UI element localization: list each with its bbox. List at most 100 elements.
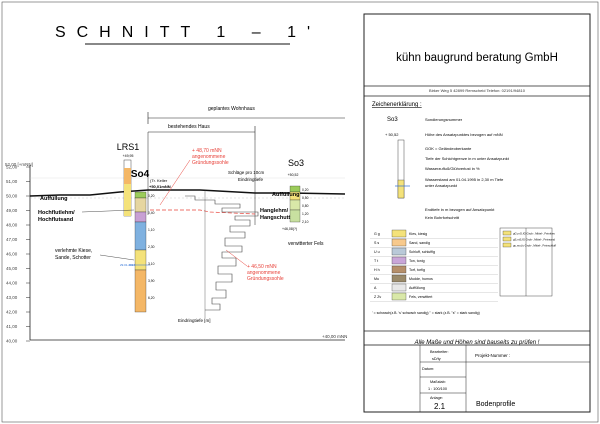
elev-tick: 46,00: [6, 252, 18, 257]
company-name: kühn baugrund beratung GmbH: [396, 52, 558, 64]
soil-symbol: T t: [374, 259, 378, 263]
depth-label: 1,10: [148, 228, 155, 232]
lrs1-probe: LRS1 +49,95: [117, 142, 140, 217]
grain-label: gS,mS,fS Grob-, Mittel-, Feinsand: [513, 238, 555, 242]
elev-tick: 45,00: [6, 266, 18, 271]
page-title: SCHNITT 1 – 1': [55, 24, 321, 41]
soil-symbol: S s: [374, 241, 379, 245]
svg-text:Wasserstand am 01.04.1995 in 2: Wasserstand am 01.04.1995 in 2,30 m Tief…: [425, 177, 504, 182]
tr-keller: (Tr. Keller: [150, 178, 168, 183]
soil-symbol: A: [374, 286, 377, 290]
soil-name: Torf, torfig: [409, 268, 425, 272]
ground-surface: [29, 189, 346, 197]
annot-fels: verwitterter Fels: [288, 241, 324, 247]
elev-tick: 52,00: [6, 165, 18, 170]
svg-text:Gründungssohle: Gründungssohle: [247, 276, 284, 282]
bottom-datum: +40,00 mNN: [322, 334, 347, 339]
svg-text:+46,08(?): +46,08(?): [282, 227, 297, 231]
elevation-axis: 52,00 [+mNN] 52,0051,0050,0049,0048,0047…: [5, 162, 347, 344]
depth-label: 2,30: [148, 245, 155, 249]
existing-house-label: bestehendes Haus: [168, 124, 210, 130]
penetration-depth-label: Eindringtiefe [m]: [178, 318, 211, 323]
annot-kiese: verlehmte Kiese,: [55, 248, 92, 254]
svg-text:Wasserzufluß/Glühverlust in %: Wasserzufluß/Glühverlust in %: [425, 166, 480, 171]
elev-tick: 42,00: [6, 310, 18, 315]
soil-symbol: Mu: [374, 277, 379, 281]
depth-label: 3,90: [148, 279, 155, 283]
svg-text:+ 46,50 mNN: + 46,50 mNN: [247, 264, 277, 270]
sheet-title: Bodenprofile: [476, 401, 515, 408]
svg-text:Hangschutt: Hangschutt: [260, 215, 290, 221]
soil-name: Fels, verwittert: [409, 295, 432, 299]
soil-name: Sand, sandig: [409, 241, 430, 245]
so3-label: So3: [288, 158, 304, 168]
depth-label: 0,20: [302, 188, 309, 192]
elev-tick: 50,00: [6, 194, 18, 199]
foundation-annotation-1: + 48,70 mNN angenommene Gründungssohle: [192, 148, 229, 166]
legend: Zeichenerklärung : So3 Sondierungsnummer…: [370, 102, 556, 315]
svg-text:Maßstab:: Maßstab:: [430, 380, 446, 384]
depth-label: 0,50: [302, 196, 309, 200]
svg-text:unter Ansatzpunkt: unter Ansatzpunkt: [425, 183, 458, 188]
houses: geplantes Wohnhaus bestehendes Haus: [147, 106, 345, 225]
depth-label: 3,10: [148, 262, 155, 266]
lrs1-label: LRS1: [117, 142, 140, 152]
svg-text:1 : 100/100: 1 : 100/100: [428, 387, 447, 391]
svg-text:29.01.2014: 29.01.2014: [120, 263, 135, 267]
foundation-annotation-2: + 46,50 mNN angenommene Gründungssohle: [247, 264, 284, 282]
so4-elev: +50,01mNN: [149, 184, 171, 189]
svg-text:Sande, Schotter: Sande, Schotter: [55, 255, 91, 261]
soil-symbol: H h: [374, 268, 380, 272]
elev-tick: 41,00: [6, 324, 18, 329]
grain-label: gG,mG,fG Grob-, Mittel-, Feinkies: [513, 232, 555, 236]
anlage-number: 2.1: [434, 402, 446, 411]
svg-text:Kein Bohrfortschritt: Kein Bohrfortschritt: [425, 215, 460, 220]
svg-text:Datum:: Datum:: [422, 367, 434, 371]
svg-text:Höhe des Ansatzpunktes bezogen: Höhe des Ansatzpunktes bezogen auf mNN: [425, 132, 503, 137]
svg-text:Tiefe der Schichtgrenze in m u: Tiefe der Schichtgrenze in m unter Ansat…: [425, 156, 510, 161]
company-address: Birker Weg 5 42899 Remscheid Telefon: 02…: [429, 88, 526, 93]
grain-label: gu,mu,fu Grob-, Mittel-, Feinschluff: [513, 244, 556, 248]
elev-tick: 40,00: [6, 339, 18, 344]
depth-label: 1,20: [302, 212, 309, 216]
soil-name: Auffüllung: [409, 286, 425, 290]
notice: Alle Maße und Höhen sind bauseits zu prü…: [414, 340, 540, 346]
soil-symbol: Z Zv: [374, 295, 381, 299]
svg-text:angenommene: angenommene: [192, 154, 226, 160]
penetration-log: [185, 195, 259, 311]
soil-name: Schluff, schluffig: [409, 250, 435, 254]
so3-probe: So3 +50,52 +46,08(?) 0,200,500,801,202,1…: [282, 158, 309, 231]
depth-label: 0,80: [302, 204, 309, 208]
svg-text:+ 50,52: + 50,52: [385, 132, 399, 137]
svg-text:angenommene: angenommene: [247, 270, 281, 276]
elev-tick: 49,00: [6, 208, 18, 213]
svg-text:Projekt-Nummer :: Projekt-Nummer :: [475, 353, 510, 358]
svg-text:So3: So3: [387, 117, 398, 123]
svg-text:' = schwach(z.B. ′s' schwach s: ' = schwach(z.B. ′s' schwach sandig) " =…: [372, 311, 480, 315]
soil-name: Kies, kiesig: [409, 232, 427, 236]
axis-top-label: 52,00 [+mNN]: [5, 162, 33, 167]
svg-text:+ 48,70 mNN: + 48,70 mNN: [192, 148, 222, 154]
svg-text:+49,95: +49,95: [123, 154, 134, 158]
annot-auffuellung-right: Auffüllung: [272, 192, 300, 198]
svg-text:Endtiefe in m bezogen auf Ansa: Endtiefe in m bezogen auf Ansatzpunkt: [425, 207, 495, 212]
svg-text:Sondierungsnummer: Sondierungsnummer: [425, 117, 463, 122]
svg-text:Eindringtiefe: Eindringtiefe: [238, 177, 264, 182]
svg-text:Gründungssohle: Gründungssohle: [192, 160, 229, 166]
elev-tick: 43,00: [6, 295, 18, 300]
svg-text:Hochflutsand: Hochflutsand: [38, 217, 73, 223]
depth-label: 0,20: [148, 194, 155, 198]
elev-tick: 51,00: [6, 179, 18, 184]
elev-tick: 47,00: [6, 237, 18, 242]
svg-text:Anlage:: Anlage:: [430, 396, 443, 400]
title-block: Bearbeiter: sD/ty Projekt-Nummer : Datum…: [363, 344, 591, 413]
svg-text:+50,52: +50,52: [288, 173, 299, 177]
depth-label: 6,20: [148, 296, 155, 300]
svg-text:Bearbeiter:: Bearbeiter:: [430, 350, 449, 354]
soil-symbol: G g: [374, 232, 380, 236]
svg-text:Hochflutlehm/: Hochflutlehm/: [38, 210, 75, 216]
so4-probe: So4 (Tr. Keller +50,01mNN 29.01.2014 0,2…: [120, 169, 171, 313]
svg-text:sD/ty: sD/ty: [432, 357, 441, 361]
planned-house-label: geplantes Wohnhaus: [208, 106, 255, 112]
